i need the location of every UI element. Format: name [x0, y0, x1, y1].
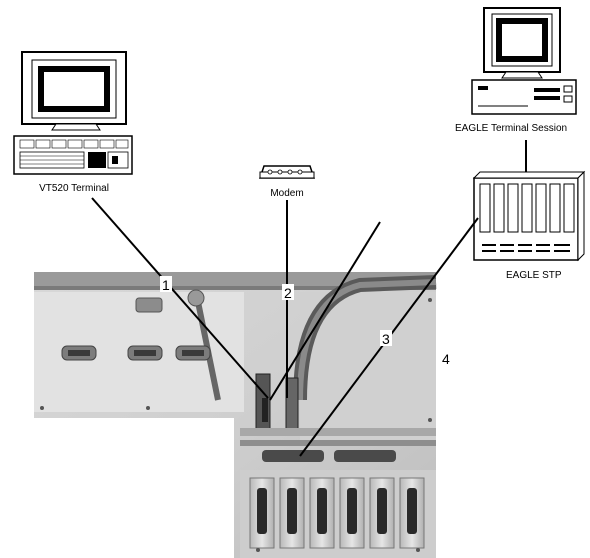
vt520-terminal-icon — [14, 52, 132, 174]
callout-2: 2 — [284, 285, 292, 301]
eagle-terminal-pc-icon — [472, 8, 576, 114]
modem-icon — [260, 166, 314, 178]
vt520-label: VT520 Terminal — [39, 183, 109, 194]
callout-3: 3 — [382, 331, 390, 347]
eagle-terminal-label: EAGLE Terminal Session — [455, 123, 567, 134]
callout-1: 1 — [162, 277, 170, 293]
backplane-photo — [34, 272, 436, 558]
callout-4: 4 — [442, 351, 450, 367]
eagle-stp-label: EAGLE STP — [506, 270, 562, 281]
modem-label: Modem — [270, 188, 303, 199]
eagle-stp-icon — [474, 172, 584, 260]
